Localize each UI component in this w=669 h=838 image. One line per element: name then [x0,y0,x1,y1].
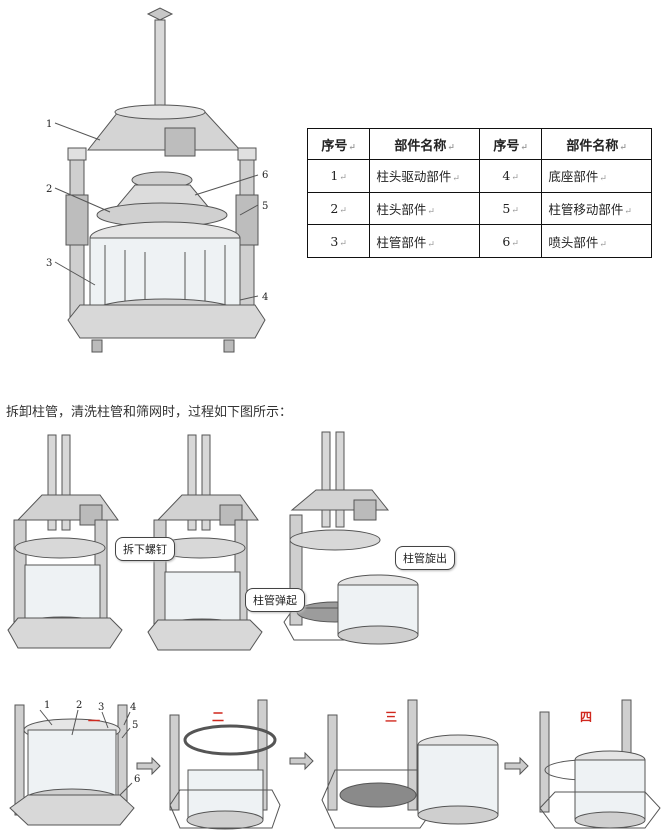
step1-label-3: 3 [98,702,104,713]
table-row: 2↵ 柱头部件↵ 5↵ 柱管移动部件↵ [306,191,652,226]
col-header-name-b: 部件名称↵ [541,128,652,160]
main-label-5: 5 [262,201,268,212]
step1-label-5: 5 [132,720,138,731]
main-label-6: 6 [262,170,268,181]
step-marker-4: 四 [580,710,593,724]
col-header-no-b: 序号↵ [478,128,543,160]
main-label-3: 3 [46,258,52,269]
step1-label-1: 1 [44,700,50,711]
main-label-2: 2 [46,184,52,195]
main-label-4: 4 [262,292,268,303]
callout-tube-pop-up: 柱管弹起 [245,588,305,612]
step1-label-2: 2 [76,700,82,711]
step-marker-3: 三 [385,710,398,724]
row-name-b: 柱管移动部件↵ [541,191,652,226]
table-row: 3↵ 柱管部件↵ 6↵ 喷头部件↵ [306,224,652,258]
step-marker-1: 一 [88,714,101,728]
row-no-a: 3↵ [306,224,371,258]
step1-label-6: 6 [134,774,140,785]
table-row: 1↵ 柱头驱动部件↵ 4↵ 底座部件↵ [306,159,652,193]
step-marker-2: 二 [212,710,225,724]
parts-table: 序号↵ 部件名称↵ 序号↵ 部件名称↵ 1↵ 柱头驱动部件↵ 4↵ 底座部件↵ … [306,128,652,258]
row-no-a: 1↵ [306,159,371,193]
row-no-b: 5↵ [478,191,543,226]
row-no-a: 2↵ [306,191,371,226]
main-label-1: 1 [46,119,52,130]
step1-label-4: 4 [130,702,136,713]
col-header-name-a: 部件名称↵ [369,128,480,160]
col-header-no-a: 序号↵ [306,128,371,160]
row-name-b: 底座部件↵ [541,159,652,193]
parts-table-header: 序号↵ 部件名称↵ 序号↵ 部件名称↵ [306,128,652,160]
process-caption: 拆卸柱管，清洗柱管和筛网时，过程如下图所示： [6,405,293,420]
row-name-a: 柱管部件↵ [369,224,480,258]
row-no-b: 4↵ [478,159,543,193]
row-name-a: 柱头部件↵ [369,191,480,226]
row-name-a: 柱头驱动部件↵ [369,159,480,193]
callout-remove-screws: 拆下螺钉 [115,537,175,561]
row-no-b: 6↵ [478,224,543,258]
callout-tube-rotate-out: 柱管旋出 [395,546,455,570]
row-name-b: 喷头部件↵ [541,224,652,258]
